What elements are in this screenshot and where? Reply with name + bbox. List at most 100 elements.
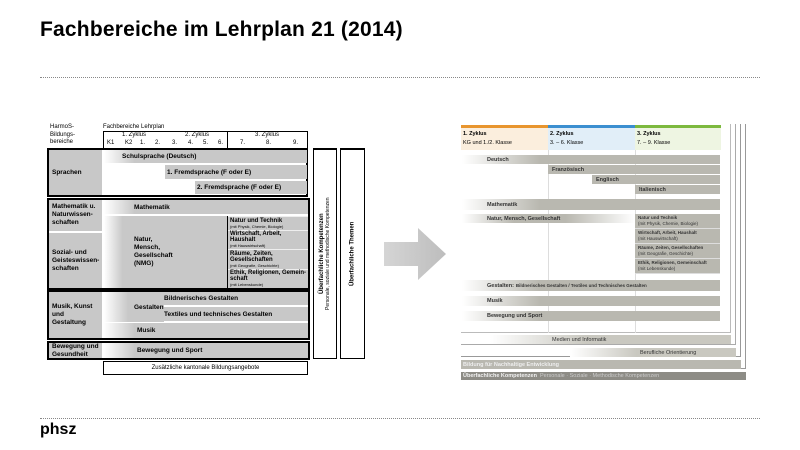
bar-schulsprache: Schulsprache (Deutsch) xyxy=(104,150,307,163)
logo: phsz xyxy=(40,421,77,438)
class-label: K2 xyxy=(125,140,133,146)
nmg-subject-name: Natur und Technik xyxy=(230,217,283,224)
fach-header: Fachbereiche Lehrplan xyxy=(103,124,165,130)
bar-gestalten: Gestalten xyxy=(104,292,164,322)
bar-bewegung-r: Bewegung und Sport xyxy=(462,311,720,321)
cycle-3: 3. Zyklus xyxy=(255,132,280,138)
bar-gestalten-r: Gestalten:Bildnerisches Gestalten / Text… xyxy=(462,280,720,291)
cycle-divider xyxy=(227,131,228,148)
themen-column: Überfachliche Themen xyxy=(340,148,365,359)
nmg-subject-name: Räume, Zeiten, Gesellschaften xyxy=(230,250,273,263)
nmg-subject: Wirtschaft, Arbeit, Haushalt(mit Hauswir… xyxy=(228,229,308,249)
nmg-subject: Ethik, Religionen, Gemein-schaft(mit Leb… xyxy=(228,268,308,288)
section-sprachen xyxy=(47,148,308,197)
bar-musik: Musik xyxy=(104,323,308,338)
harmos-header: HarmoS- Bildungs- bereiche xyxy=(50,124,76,145)
bar-nmg: Natur, Mensch, Gesellschaft (NMG) xyxy=(104,216,227,288)
area-sozial: Sozial- und Geisteswissen-schaften xyxy=(49,233,102,288)
frame-2 xyxy=(461,124,736,345)
themen-label: Überfachliche Themen xyxy=(349,221,356,287)
nmg-subject-name: Räume, Zeiten, Gesellschaften xyxy=(638,245,704,250)
nmg-subject-r: Wirtschaft, Arbeit, Haushalt(mit Hauswir… xyxy=(635,229,720,244)
class-label: 8. xyxy=(266,140,272,146)
class-label: 5. xyxy=(203,140,209,146)
gestalten-sub: Bildnerisches Gestalten / Textiles und T… xyxy=(515,283,647,288)
bar-beruf: Berufliche Orientierung xyxy=(570,348,736,357)
nmg-subject-r: Räume, Zeiten, Gesellschaften(mit Geogra… xyxy=(635,244,720,259)
cycle-header: 3. Zyklus 7. – 9. Klasse xyxy=(635,125,721,150)
nmg-subject-note: (mit Geografie, Geschichte) xyxy=(638,250,694,256)
section-musik xyxy=(47,290,310,340)
area-musik-kunst: Musik, Kunst und Gestaltung xyxy=(49,292,102,338)
nmg-subject: Natur und Technik(mit Physik, Chemie, Bi… xyxy=(228,216,308,230)
cycle-classes: KG und 1./2. Klasse xyxy=(463,140,512,146)
class-label: 7. xyxy=(240,140,246,146)
nmg-subject-list: Natur und Technik(mit Physik, Chemie, Bi… xyxy=(227,216,308,288)
nmg-subject-name: Wirtschaft, Arbeit, Haushalt xyxy=(230,231,282,244)
nmg-subject-note: (mit Physik, Chemie, Biologie) xyxy=(638,220,699,226)
bar-bildnerisch: Bildnerisches Gestalten xyxy=(164,292,308,305)
nmg-subject-note: (mit Geografie, Geschichte) xyxy=(230,262,279,268)
bar-mathematik-r: Mathematik xyxy=(462,199,720,210)
nmg-subject-note: (mit Hauswirtschaft) xyxy=(230,243,266,249)
cycle-name: 1. Zyklus xyxy=(463,131,487,137)
page-title: Fachbereiche im Lehrplan 21 (2014) xyxy=(40,18,403,41)
bar-bne: Bildung für Nachhaltige Entwicklung xyxy=(461,360,741,369)
ueberfach-sub: Personale · Soziale · Methodische Kompet… xyxy=(539,373,660,379)
bar-deutsch: Deutsch xyxy=(462,155,720,164)
cycle-classes: 7. – 9. Klasse xyxy=(637,140,671,146)
bar-mathematik: Mathematik xyxy=(104,200,308,214)
bar-zusatz: Zusätzliche kantonale Bildungsangebote xyxy=(103,361,308,375)
bar-bewegung: Bewegung und Sport xyxy=(104,343,308,358)
top-divider xyxy=(40,77,760,78)
nmg-subject-name: Natur und Technik xyxy=(638,215,678,220)
area-sprachen: Sprachen xyxy=(49,150,102,195)
nmg-subject-name: Wirtschaft, Arbeit, Haushalt xyxy=(638,230,697,235)
section-mint xyxy=(47,198,310,290)
area-mathematik: Mathematik u. Naturwissen-schaften xyxy=(49,200,102,231)
bar-englisch: Englisch xyxy=(592,175,720,184)
cycle-1: 1. Zyklus xyxy=(122,132,147,138)
bar-nmg-r: Natur, Mensch, Gesellschaft xyxy=(462,214,635,223)
frame-1 xyxy=(461,124,731,333)
bottom-divider xyxy=(40,418,760,419)
grid-line xyxy=(548,150,549,333)
nmg-label: Natur, Mensch, Gesellschaft (NMG) xyxy=(134,236,173,267)
nmg-subject-r: Ethik, Religionen, Gemeinschaft(mit Lebe… xyxy=(635,259,720,274)
class-label: 2. xyxy=(155,140,161,146)
nmg-subject-note: (mit Hauswirtschaft) xyxy=(638,235,678,241)
bar-fremdsprache-1: 1. Fremdsprache (F oder E) xyxy=(165,165,307,179)
gestalten-label: Gestalten: xyxy=(487,282,514,289)
cycle-2: 2. Zyklus xyxy=(185,132,210,138)
kompetenzen-sub: Personale, soziale und methodische Kompe… xyxy=(325,197,331,311)
nmg-subject-name: Ethik, Religionen, Gemeinschaft xyxy=(638,260,707,265)
class-label: K1 xyxy=(107,140,115,146)
class-label: 4. xyxy=(188,140,194,146)
ueberfach-label: Überfachliche Kompetenzen xyxy=(463,373,537,379)
bar-italienisch: Italienisch xyxy=(635,185,720,194)
section-bewegung xyxy=(47,341,310,360)
bar-textil: Textiles und technisches Gestalten xyxy=(164,307,308,321)
class-label: 1. xyxy=(140,140,146,146)
cycle-header: 1. Zyklus KG und 1./2. Klasse xyxy=(461,125,548,150)
arrow-right-icon xyxy=(384,228,446,280)
nmg-subject-note: (mit Physik, Chemie, Biologie) xyxy=(230,223,284,229)
nmg-subject-note: (mit Lebenskunde) xyxy=(230,282,264,288)
bar-musik-r: Musik xyxy=(462,296,720,306)
class-label: 6. xyxy=(218,140,224,146)
bar-medien: Medien und Informatik xyxy=(490,335,731,344)
cycle-header-box xyxy=(103,131,308,148)
nmg-subject-r: Natur und Technik(mit Physik, Chemie, Bi… xyxy=(635,214,720,229)
nmg-subject-name: Ethik, Religionen, Gemein-schaft xyxy=(230,270,307,283)
class-label: 3. xyxy=(172,140,178,146)
cycle-header: 2. Zyklus 3. – 6. Klasse xyxy=(548,125,635,150)
nmg-subject-note: (mit Lebenskunde) xyxy=(638,265,676,271)
cycle-classes: 3. – 6. Klasse xyxy=(550,140,584,146)
cycle-name: 3. Zyklus xyxy=(637,131,661,137)
bar-fremdsprache-2: 2. Fremdsprache (F oder E) xyxy=(195,181,307,194)
cycle-name: 2. Zyklus xyxy=(550,131,574,137)
class-label: 9. xyxy=(293,140,299,146)
area-bewegung: Bewegung und Gesundheit xyxy=(49,343,102,358)
